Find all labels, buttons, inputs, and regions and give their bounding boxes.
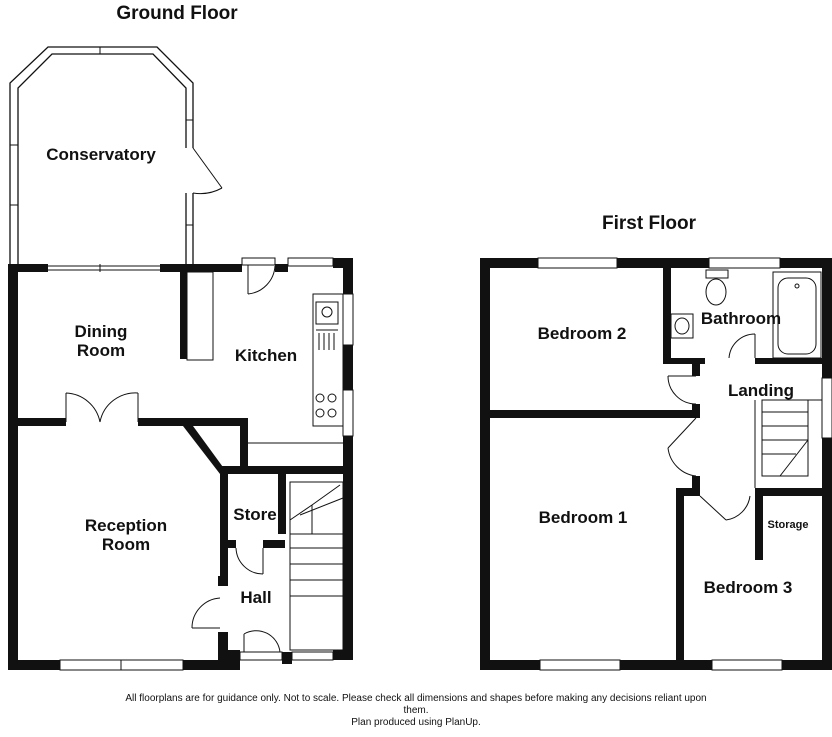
plan-credit: Plan produced using PlanUp. [351, 717, 481, 728]
landing-label: Landing [728, 381, 794, 400]
ground-floor-walls [8, 258, 353, 670]
first-floor-title: First Floor [602, 213, 697, 234]
reception-room-label-line1: Reception [85, 516, 167, 535]
store-label: Store [233, 505, 276, 524]
bedroom-1-label: Bedroom 1 [539, 508, 628, 527]
kitchen-label: Kitchen [235, 346, 297, 365]
reception-room-label-line2: Room [102, 535, 150, 554]
disclaimer-line-1: All floorplans are for guidance only. No… [125, 693, 707, 704]
ground-floor-title: Ground Floor [116, 3, 238, 24]
storage-label: Storage [768, 519, 809, 531]
bedroom-3-label: Bedroom 3 [704, 578, 793, 597]
conservatory-label: Conservatory [46, 145, 156, 164]
first-floor-walls [480, 258, 832, 670]
first-floor-fittings [537, 257, 832, 671]
conservatory [9, 46, 223, 265]
bathroom-label: Bathroom [701, 309, 781, 328]
dining-room-label-line1: Dining [75, 322, 128, 341]
hall-label: Hall [240, 588, 271, 607]
ground-floor-fittings [48, 257, 354, 671]
disclaimer-line-2: them. [403, 705, 429, 716]
bedroom-2-label: Bedroom 2 [538, 324, 627, 343]
dining-room-label-line2: Room [77, 341, 125, 360]
